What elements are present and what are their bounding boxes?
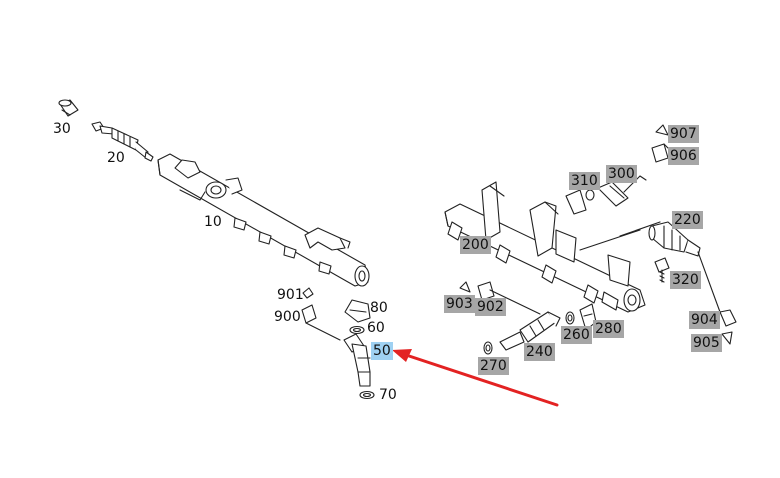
label-10[interactable]: 10: [204, 214, 222, 230]
part-240-injector: [499, 311, 561, 351]
part-220-sensor: [648, 221, 721, 313]
part-900-901-clip: [301, 287, 341, 341]
label-30[interactable]: 30: [53, 121, 71, 137]
label-906[interactable]: 906: [668, 147, 699, 165]
label-80[interactable]: 80: [370, 300, 388, 316]
part-20-injector: [91, 121, 154, 162]
part-30-cap: [58, 99, 79, 117]
label-320[interactable]: 320: [670, 271, 701, 289]
label-220[interactable]: 220: [672, 211, 703, 229]
pointer-arrow: [392, 349, 559, 407]
label-270[interactable]: 270: [478, 357, 509, 375]
label-905[interactable]: 905: [691, 334, 722, 352]
label-20[interactable]: 20: [107, 150, 125, 166]
part-904-905-connector: [719, 309, 737, 345]
part-50-injector: [343, 333, 371, 387]
label-907[interactable]: 907: [668, 125, 699, 143]
label-280[interactable]: 280: [593, 320, 624, 338]
label-50[interactable]: 50: [371, 342, 393, 360]
label-900[interactable]: 900: [274, 309, 301, 325]
label-240[interactable]: 240: [524, 343, 555, 361]
label-200[interactable]: 200: [460, 236, 491, 254]
part-10-fuel-rail: [157, 153, 370, 287]
label-901[interactable]: 901: [277, 287, 304, 303]
label-902[interactable]: 902: [475, 298, 506, 316]
label-903[interactable]: 903: [444, 295, 475, 313]
label-260[interactable]: 260: [561, 326, 592, 344]
part-300-sensor: [597, 175, 647, 207]
part-80-clip: [344, 299, 371, 323]
label-310[interactable]: 310: [569, 172, 600, 190]
part-200-fuel-rail: [444, 181, 661, 313]
label-300[interactable]: 300: [606, 165, 637, 183]
part-310-oring: [585, 189, 595, 201]
part-902-903-connector: [459, 281, 541, 315]
part-320-bolt: [654, 257, 670, 283]
label-60[interactable]: 60: [367, 320, 385, 336]
label-70[interactable]: 70: [379, 387, 397, 403]
label-904[interactable]: 904: [689, 311, 720, 329]
